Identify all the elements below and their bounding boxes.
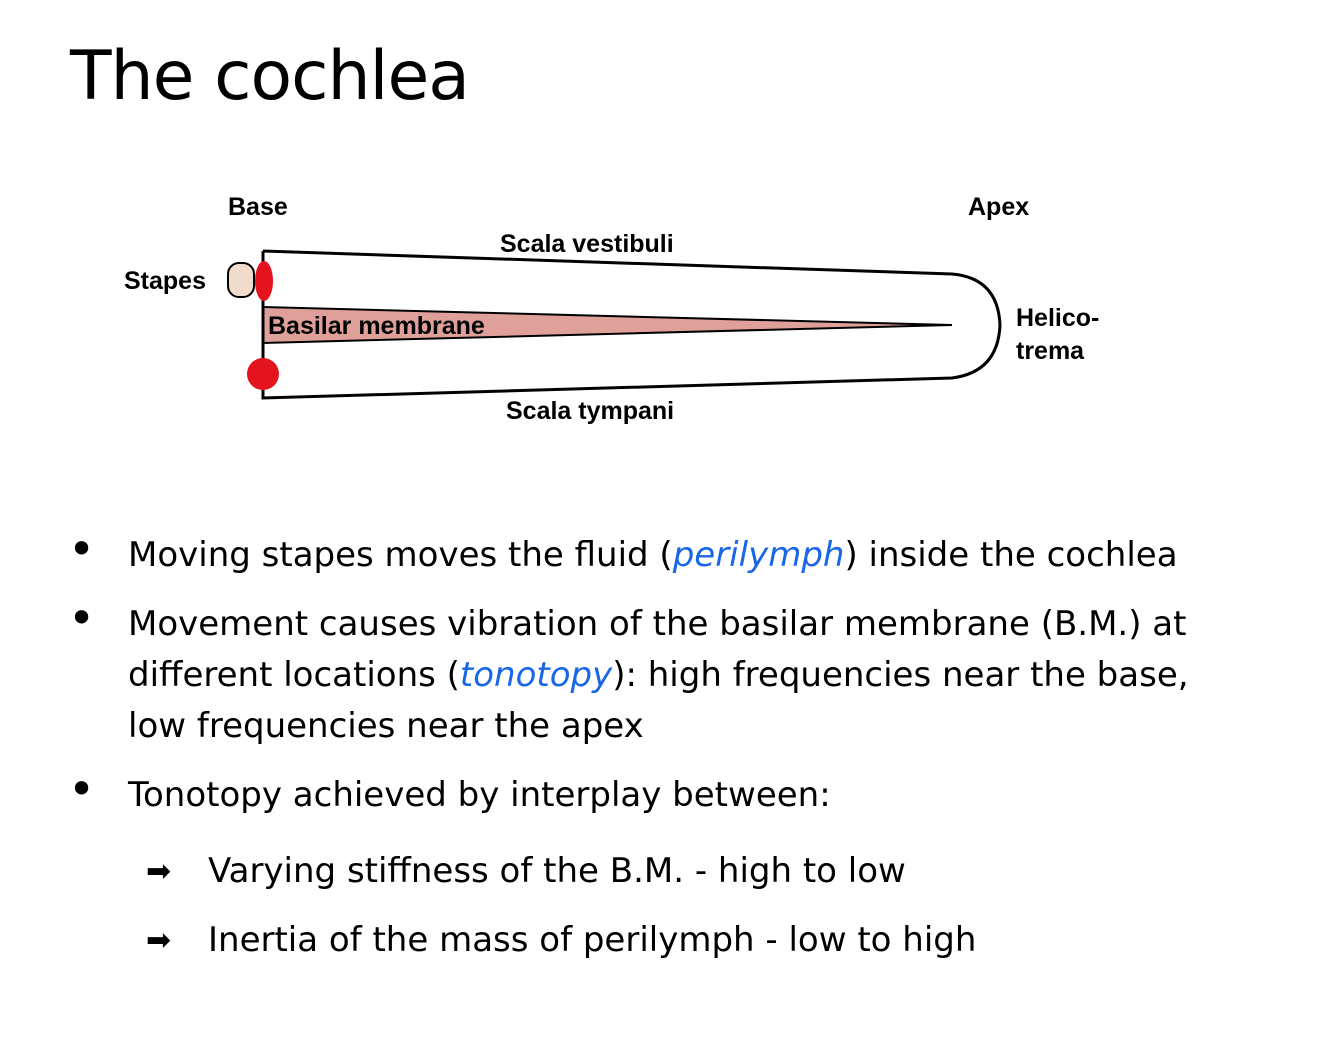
bullet-text: Movement causes vibration of the basilar… (128, 604, 1186, 644)
bullet-item: Moving stapes moves the fluid (perilymph… (70, 530, 1270, 581)
bullet-text: Tonotopy achieved by interplay between: (128, 775, 831, 815)
sub-bullet-item: ➡ Inertia of the mass of perilymph - low … (146, 915, 976, 966)
oval-window (255, 261, 273, 301)
term-tonotopy: tonotopy (460, 655, 612, 695)
helicotrema-label-line1: Helico- (1016, 304, 1099, 332)
arrow-right-icon: ➡ (146, 846, 171, 897)
cochlea-diagram: Base Apex Scala vestibuli Stapes Basilar… (0, 0, 1334, 500)
term-perilymph: perilymph (673, 535, 845, 575)
bullet-item: Tonotopy achieved by interplay between: (70, 770, 1270, 821)
scala-vestibuli-label: Scala vestibuli (500, 230, 674, 258)
sub-bullet-list: ➡ Varying stiffness of the B.M. - high to… (146, 846, 976, 984)
arrow-right-icon: ➡ (146, 915, 171, 966)
round-window (247, 358, 279, 390)
sub-bullet-text: Inertia of the mass of perilymph - low t… (208, 920, 976, 960)
sub-bullet-item: ➡ Varying stiffness of the B.M. - high to… (146, 846, 976, 897)
base-label: Base (228, 193, 288, 221)
bullet-text: different locations ( (128, 655, 460, 695)
stapes-label: Stapes (124, 267, 206, 295)
bullet-list: Moving stapes moves the fluid (perilymph… (70, 530, 1270, 839)
apex-label: Apex (968, 193, 1029, 221)
bullet-text: Moving stapes moves the fluid ( (128, 535, 673, 575)
stapes-shape (228, 263, 254, 297)
basilar-membrane-label: Basilar membrane (268, 312, 485, 340)
scala-tympani-label: Scala tympani (506, 397, 674, 425)
helicotrema-label-line2: trema (1016, 337, 1085, 365)
bullet-text: low frequencies near the apex (128, 706, 644, 746)
bullet-text: ): high frequencies near the base, (612, 655, 1188, 695)
bullet-text: ) inside the cochlea (844, 535, 1177, 575)
bullet-item: Movement causes vibration of the basilar… (70, 599, 1270, 752)
sub-bullet-text: Varying stiffness of the B.M. - high to … (208, 851, 906, 891)
